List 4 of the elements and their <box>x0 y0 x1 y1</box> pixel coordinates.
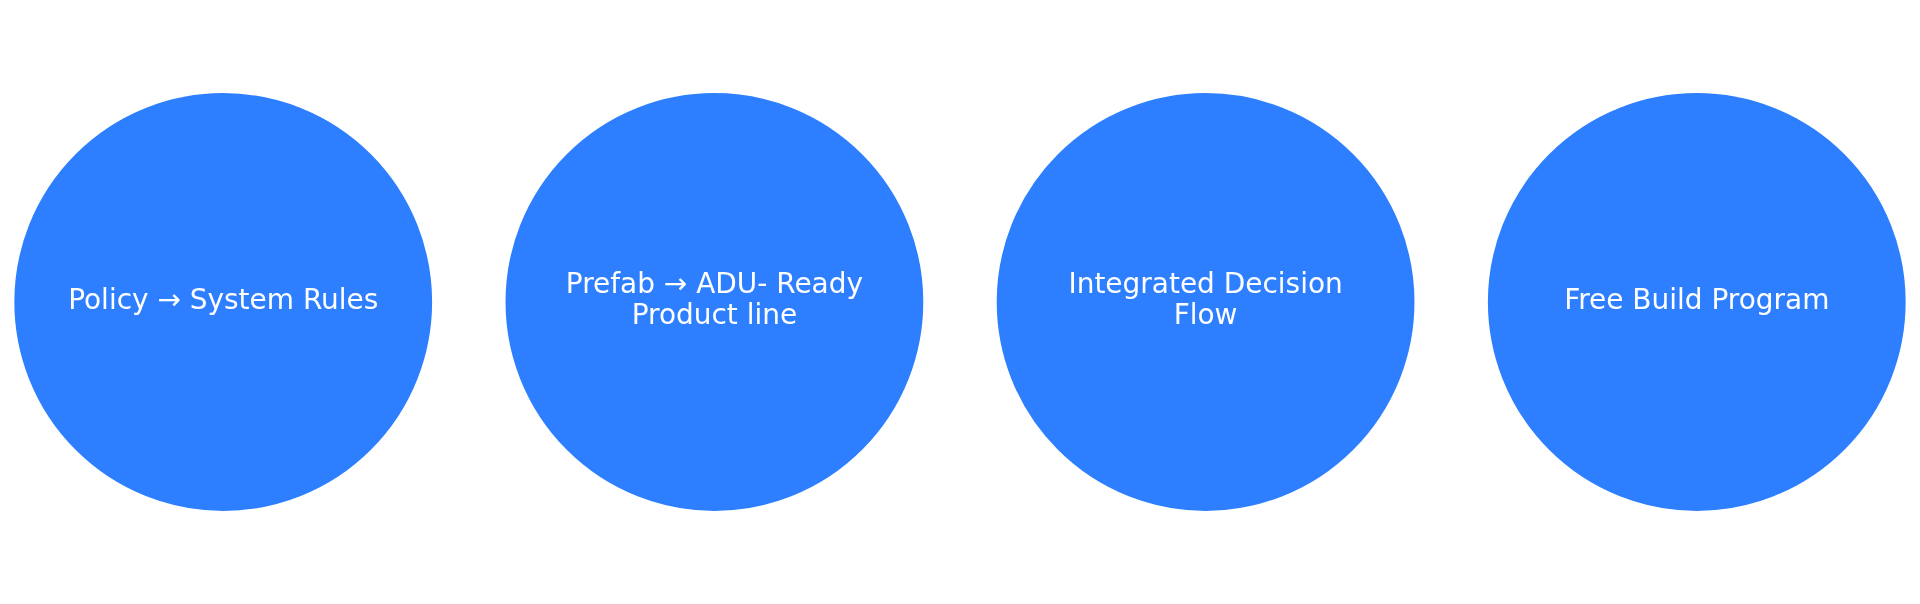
node-circle: Free Build Program <box>1487 93 1906 511</box>
node-circle: Policy → System Rules <box>14 93 433 511</box>
node-circle: Prefab → ADU- Ready Product line <box>505 93 924 511</box>
node-circle: Integrated Decision Flow <box>996 93 1415 511</box>
